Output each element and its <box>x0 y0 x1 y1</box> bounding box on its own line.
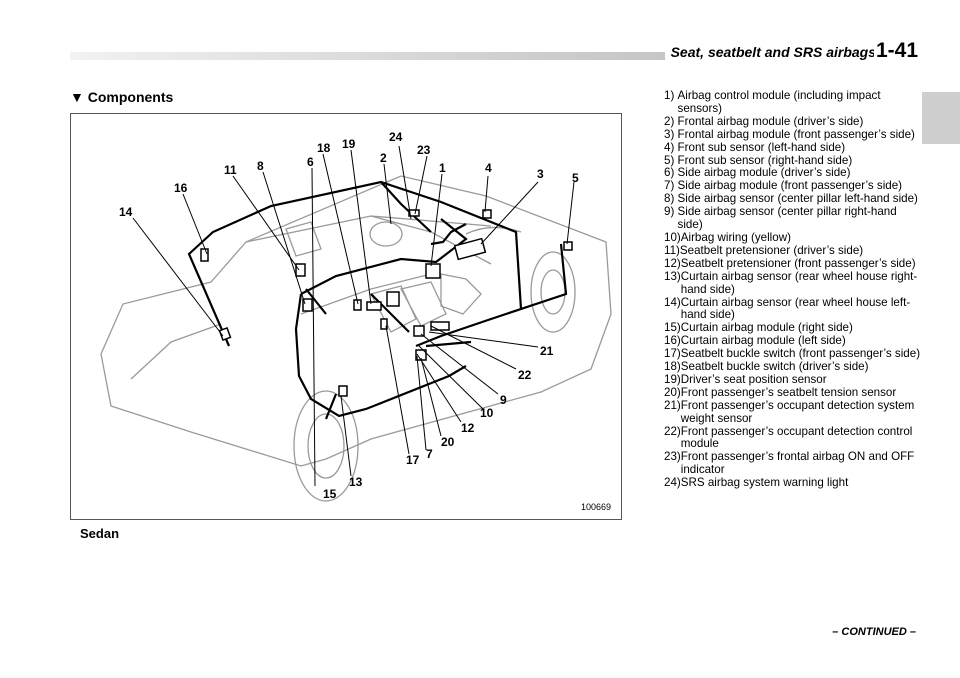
callout-4: 4 <box>485 161 492 175</box>
legend-item: 2) Frontal airbag module (driver’s side) <box>664 114 864 128</box>
legend-item: 22)Front passenger’s occupant detection … <box>664 424 913 451</box>
header-rule <box>70 52 880 60</box>
callout-16: 16 <box>174 181 188 195</box>
legend-item: 18)Seatbelt buckle switch (driver’s side… <box>664 360 869 374</box>
legend-item: 15)Curtain airbag module (right side) <box>664 321 853 335</box>
sedan-cutaway-illustration: 14 16 11 8 6 18 19 2 24 23 1 4 3 5 21 22… <box>100 130 612 512</box>
legend-item: 17)Seatbelt buckle switch (front passen­… <box>664 347 921 361</box>
page-number: 1-41 <box>873 39 918 63</box>
legend-item: 4) Front sub sensor (left-hand side) <box>664 140 846 154</box>
legend-item: 20)Front passenger’s seatbelt tension se… <box>664 385 897 399</box>
legend-item: 21)Front passenger’s occupant detection … <box>664 398 915 425</box>
components-figure: 14 16 11 8 6 18 19 2 24 23 1 4 3 5 21 22… <box>70 113 622 520</box>
legend-item: 12)Seatbelt pretensioner (front passenge… <box>664 256 916 270</box>
legend-item: 24)SRS airbag system warning light <box>664 476 849 490</box>
callout-24: 24 <box>389 130 403 144</box>
legend-item: 10)Airbag wiring (yellow) <box>664 230 791 244</box>
callout-23: 23 <box>417 143 431 157</box>
figure-number: 100669 <box>581 502 611 512</box>
callout-14: 14 <box>119 205 133 219</box>
section-heading: ▼ Components <box>70 89 173 105</box>
legend-item: 14)Curtain airbag sensor (rear wheel hou… <box>664 295 911 322</box>
callout-21: 21 <box>540 344 554 358</box>
legend-item: 6) Side airbag module (driver’s side) <box>664 166 851 180</box>
section-heading-text: Components <box>87 89 174 105</box>
callout-1: 1 <box>439 161 446 175</box>
legend-item: 1) Airbag control module (including impa… <box>664 89 881 115</box>
callout-9: 9 <box>500 393 507 407</box>
figure-caption: Sedan <box>80 526 120 541</box>
legend-item: 9) Side airbag sensor (center pillar rig… <box>664 205 897 232</box>
continued-footer: – CONTINUED – <box>832 626 916 638</box>
callout-7: 7 <box>426 447 433 461</box>
components-legend: 1) Airbag control module (including impa… <box>664 89 924 490</box>
legend-item: 23)Front passenger’s frontal airbag ON a… <box>664 450 915 477</box>
callout-5: 5 <box>572 171 579 185</box>
callout-19: 19 <box>342 137 356 151</box>
legend-item: 5) Front sub sensor (right-hand side) <box>664 153 853 167</box>
legend-item: 19)Driver’s seat position sensor <box>664 372 827 386</box>
triangle-marker-icon: ▼ <box>70 89 84 105</box>
legend-item: 8) Side airbag sensor (center pillar lef… <box>664 192 918 206</box>
callout-8: 8 <box>257 159 264 173</box>
callout-13: 13 <box>349 475 363 489</box>
legend-item: 11)Seatbelt pretensioner (driver’s side) <box>664 243 864 257</box>
legend-item: 3) Frontal airbag module (front passen­g… <box>664 127 915 141</box>
callout-17: 17 <box>406 453 420 467</box>
chapter-side-tab <box>922 92 960 144</box>
callout-2: 2 <box>380 151 387 165</box>
legend-item: 16)Curtain airbag module (left side) <box>664 334 846 348</box>
legend-item: 7) Side airbag module (front passenger’s… <box>664 179 903 193</box>
callout-3: 3 <box>537 167 544 181</box>
callout-18: 18 <box>317 141 331 155</box>
callout-10: 10 <box>480 406 494 420</box>
callout-15: 15 <box>323 487 337 501</box>
callout-20: 20 <box>441 435 455 449</box>
callout-6: 6 <box>307 155 314 169</box>
callout-12: 12 <box>461 421 475 435</box>
callout-22: 22 <box>518 368 532 382</box>
legend-item: 13)Curtain airbag sensor (rear wheel hou… <box>664 269 918 296</box>
callout-11: 11 <box>224 163 237 177</box>
running-header-title: Seat, seatbelt and SRS airbags <box>664 44 876 60</box>
